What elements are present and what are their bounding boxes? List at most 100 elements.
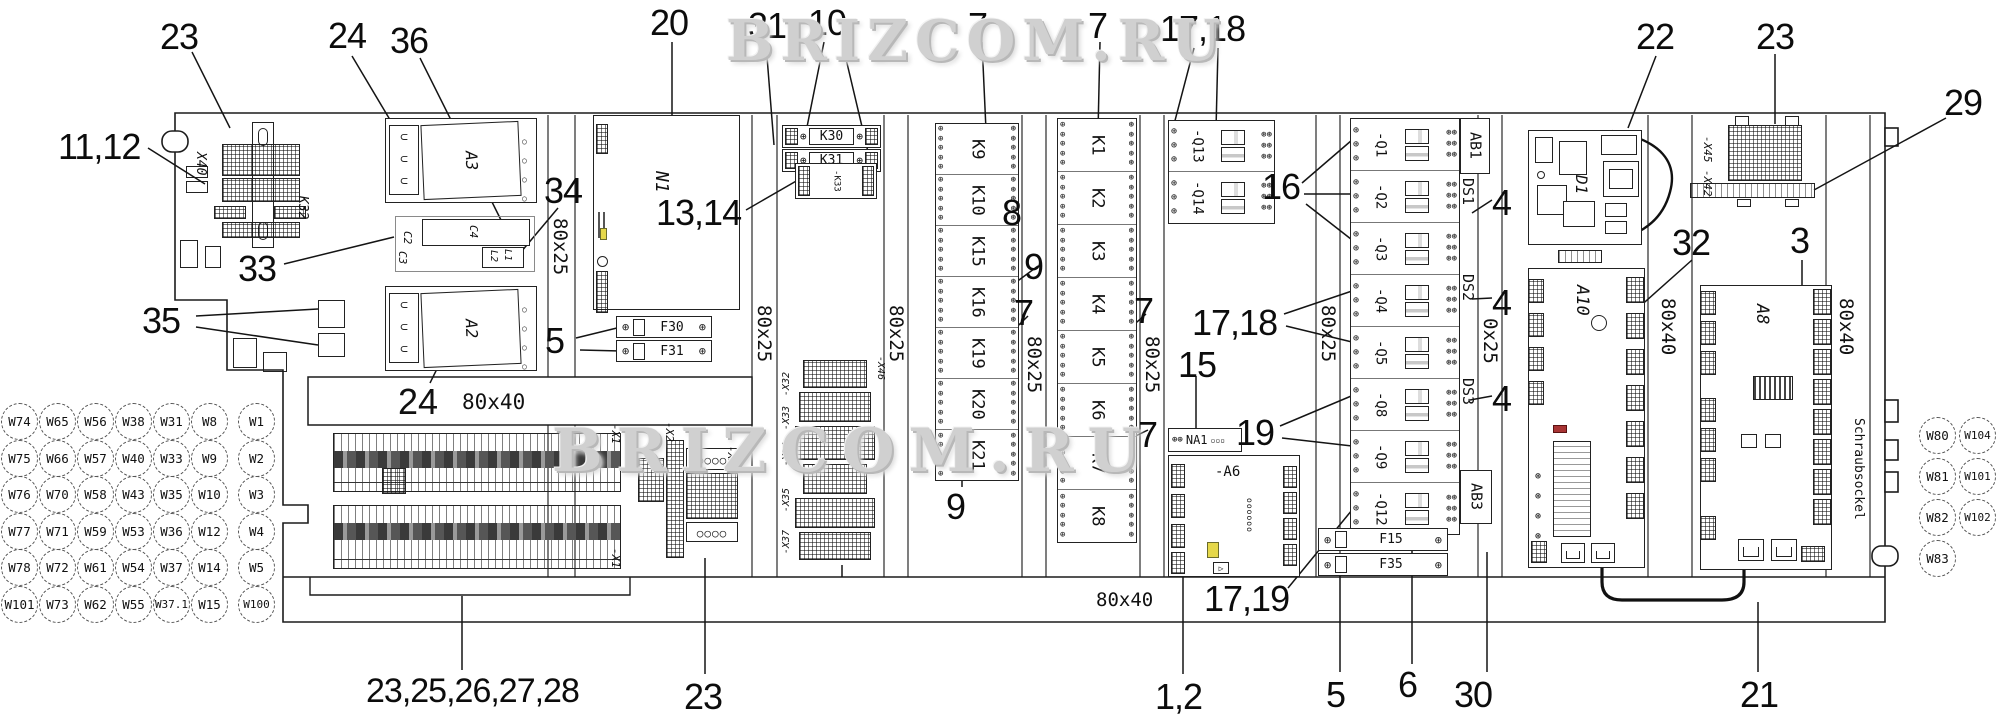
screw-terminals bbox=[1353, 228, 1359, 270]
terminal-dots bbox=[522, 129, 527, 205]
callout-32: 32 bbox=[1672, 222, 1711, 263]
tiny-text-mark bbox=[598, 212, 600, 238]
relay-rail-k9-k21: K9 K10 K15 K16 K19 K20 K21 bbox=[935, 123, 1019, 481]
callout-30: 30 bbox=[1454, 674, 1493, 715]
wire-marker: W78 bbox=[1, 549, 38, 587]
screw-terminals bbox=[1446, 232, 1457, 265]
module-a10: A10 ⊛ ⊛ ⊛ ⊛ bbox=[1528, 268, 1645, 568]
a10-label: A10 bbox=[1572, 285, 1592, 316]
rail-size-label: 80x25 bbox=[885, 305, 907, 363]
fuse-f15: ⊕ F15 ⊕ bbox=[1318, 528, 1448, 551]
breaker-unit: -Q13 bbox=[1169, 121, 1274, 172]
tiny-text-mark bbox=[603, 212, 605, 238]
callout-29: 29 bbox=[1944, 82, 1983, 123]
connector-strip bbox=[1558, 250, 1602, 263]
screw-terminals bbox=[1446, 128, 1457, 161]
relay-label: K1 bbox=[1087, 134, 1108, 156]
x37-label: -X37 bbox=[781, 530, 792, 555]
breaker-label: -Q8 bbox=[1372, 391, 1389, 418]
breaker-unit: -Q12 bbox=[1351, 483, 1459, 535]
a8-label: A8 bbox=[1752, 304, 1772, 325]
relay-rail-k1-k8: K1 K2 K3 K4 K5 K6 K7 K8 bbox=[1057, 118, 1137, 543]
a3-label: A3 bbox=[461, 150, 482, 171]
wire-marker: W38 bbox=[115, 403, 152, 440]
relay-label: K21 bbox=[967, 440, 988, 471]
screw-terminals bbox=[1353, 488, 1359, 530]
callout-11-12: 11,12 bbox=[58, 126, 141, 167]
wire-marker: W4 bbox=[238, 512, 275, 550]
screw-icon: ⊕ bbox=[1434, 532, 1442, 547]
screw-terminals bbox=[938, 227, 943, 275]
connector bbox=[798, 166, 810, 196]
connector bbox=[1700, 398, 1716, 422]
connector bbox=[1626, 385, 1644, 411]
screw-icon: ⊕ bbox=[1324, 532, 1332, 547]
ab3-label: AB3 bbox=[1467, 483, 1486, 511]
small-part bbox=[205, 246, 221, 268]
watermark: BRIZCOM.RU bbox=[726, 8, 1228, 74]
horizontal-duct-bands bbox=[283, 376, 1885, 596]
connector bbox=[1813, 289, 1831, 315]
led-indicator bbox=[600, 228, 607, 240]
screw-terminals bbox=[1171, 177, 1177, 219]
led-column: ⊛ ⊛ ⊛ ⊛ bbox=[1535, 471, 1542, 542]
relay-label: K19 bbox=[967, 337, 988, 369]
terminal-dots: ▫▫▫ bbox=[1210, 435, 1225, 445]
d1-label: D1 bbox=[1572, 175, 1591, 195]
breaker-icon bbox=[1402, 437, 1432, 477]
module-na1: ⊕⊕ NA1 ▫▫▫ bbox=[1168, 428, 1242, 452]
callout-5: 5 bbox=[1326, 674, 1346, 715]
fuse-f30: ⊕ F30 ⊕ bbox=[616, 316, 712, 338]
screw-strip bbox=[214, 206, 246, 219]
module-body: A2 bbox=[420, 288, 522, 369]
x46-label: -X46 bbox=[875, 356, 886, 381]
connector bbox=[1813, 379, 1831, 405]
component bbox=[1207, 542, 1219, 558]
wire-marker: W10 bbox=[191, 476, 228, 514]
breaker-label: -Q9 bbox=[1372, 443, 1389, 470]
terminal-bracket bbox=[309, 577, 631, 596]
wire-marker: W9 bbox=[191, 439, 228, 477]
patch-cable bbox=[1600, 562, 1746, 602]
n1-label: N1 bbox=[651, 171, 672, 193]
x2-x30-terminal-group: -X2 -X30 bbox=[634, 422, 740, 560]
screw-terminals bbox=[1011, 329, 1016, 377]
breaker-icon bbox=[1218, 178, 1248, 218]
callout-1-2: 1,2 bbox=[1155, 676, 1203, 717]
connector bbox=[1626, 349, 1644, 375]
breaker-rail-q1-q12: -Q1 -Q2 -Q3 -Q4 -Q5 -Q8 -Q9 -Q12 bbox=[1350, 118, 1460, 535]
ethernet-port bbox=[1738, 539, 1764, 561]
wire-marker: W55 bbox=[115, 585, 152, 623]
wire-marker: W76 bbox=[1, 476, 38, 514]
module-d1: D1 bbox=[1528, 130, 1642, 245]
rail-size-label: 80x40 bbox=[1657, 298, 1679, 356]
connector bbox=[865, 128, 878, 145]
relay-unit: K10 bbox=[936, 175, 1018, 226]
component bbox=[1553, 425, 1567, 433]
terminal-block bbox=[382, 468, 406, 494]
fuse-label: F15 bbox=[1379, 532, 1403, 547]
relay-k30: ⊕ K30 ⊕ bbox=[782, 125, 881, 148]
left-edge-notch bbox=[161, 130, 189, 153]
relay-unit: K5 bbox=[1058, 331, 1136, 384]
connector bbox=[596, 124, 608, 154]
rail-tab bbox=[1737, 199, 1751, 207]
breaker-unit: -Q9 bbox=[1351, 431, 1459, 483]
relay-label: K3 bbox=[1087, 240, 1108, 262]
ds2-label: DS2 bbox=[1459, 274, 1477, 302]
duct-size-label: 80x40 bbox=[1096, 589, 1154, 611]
relay-unit: K1 bbox=[1058, 119, 1136, 172]
terminal-circles bbox=[686, 448, 738, 470]
wire-marker: W56 bbox=[77, 403, 114, 440]
small-part bbox=[180, 240, 198, 268]
rail-tab bbox=[1785, 199, 1799, 207]
terminal-strip bbox=[1690, 183, 1815, 198]
relay-unit: K2 bbox=[1058, 172, 1136, 225]
terminal-dots bbox=[522, 297, 527, 373]
screw-terminals bbox=[938, 125, 943, 173]
connector bbox=[1813, 469, 1831, 495]
wire-marker: W35 bbox=[153, 476, 190, 514]
wire-marker: W8 bbox=[191, 403, 228, 440]
wire-marker: W14 bbox=[191, 549, 228, 587]
led-row: oooooo bbox=[1245, 498, 1254, 533]
